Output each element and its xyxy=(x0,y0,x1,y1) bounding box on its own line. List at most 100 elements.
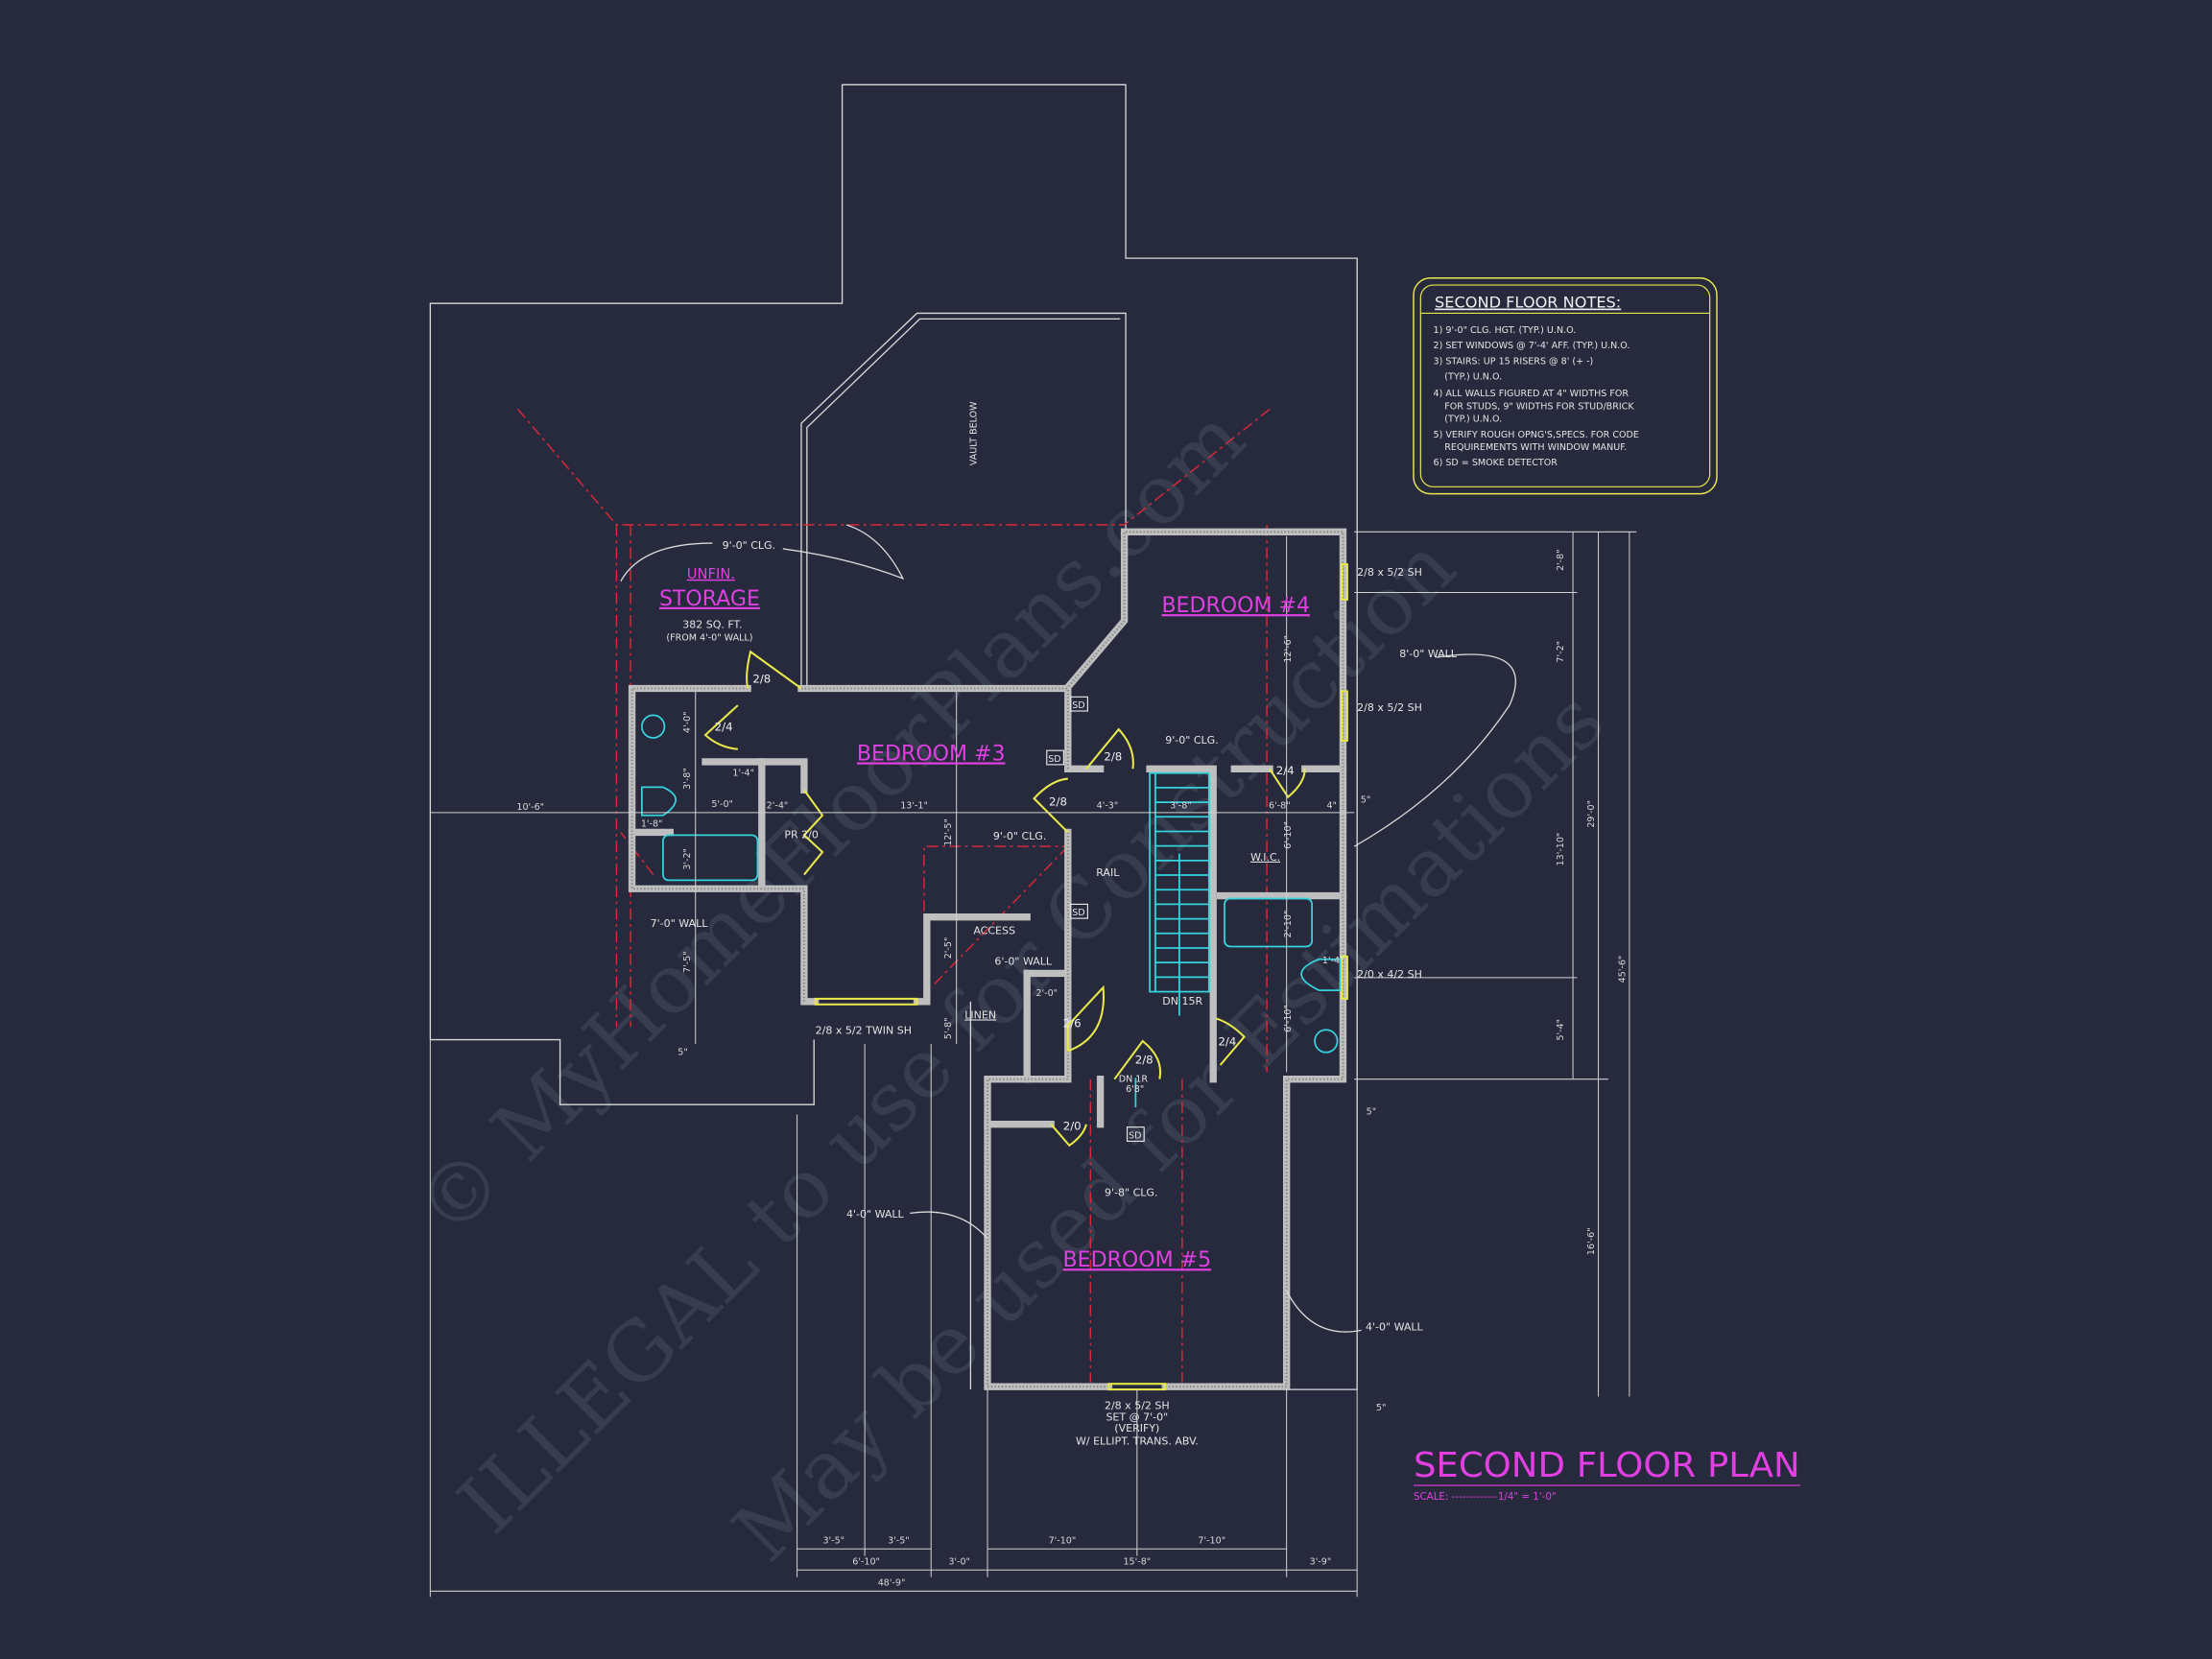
note-line: 2) SET WINDOWS @ 7'-4' AFF. (TYP.) U.N.O… xyxy=(1434,341,1630,351)
note-line: (TYP.) U.N.O. xyxy=(1444,372,1502,383)
dim-right: 7'-2" xyxy=(1556,641,1566,663)
room-bedroom-4: BEDROOM #4 xyxy=(1161,594,1310,618)
toilet-bath-left xyxy=(640,786,678,817)
note-line: 3) STAIRS: UP 15 RISERS @ 8' (+ -) xyxy=(1434,356,1594,367)
dim: 5" xyxy=(1367,1106,1376,1117)
dim: 5" xyxy=(1376,1403,1386,1413)
dim: 1'-4" xyxy=(732,769,754,779)
door-label: 2/4 xyxy=(1218,1034,1236,1048)
dim-bottom: 3'-5" xyxy=(822,1535,844,1546)
dim: 1'-4" xyxy=(1322,956,1344,966)
window-bedroom-5-line-3: (VERIFY) xyxy=(1114,1422,1159,1434)
door-label: 2/8 xyxy=(1104,749,1122,763)
room-wic: W.I.C. xyxy=(1250,851,1280,864)
dim: 6'-10" xyxy=(1283,1005,1294,1032)
note-line: (TYP.) U.N.O. xyxy=(1444,415,1502,425)
smoke-detector: SD xyxy=(1048,754,1060,765)
wall-4ft-right: 4'-0" WALL xyxy=(1366,1320,1424,1333)
dim: 12'-6" xyxy=(1283,635,1294,663)
stairs-down-label: DN 15R xyxy=(1162,995,1202,1007)
dim-bottom: 7'-10" xyxy=(1049,1535,1077,1546)
dim: 2'-5" xyxy=(943,937,954,960)
door-swings xyxy=(703,650,1306,1148)
window-bedroom-5-line-1: 2/8 x 5/2 SH xyxy=(1105,1400,1170,1412)
dim: 1'-8" xyxy=(641,819,663,830)
note-line: REQUIREMENTS WITH WINDOW MANUF. xyxy=(1444,442,1627,453)
ceiling-bedroom-4: 9'-0" CLG. xyxy=(1165,734,1218,747)
room-bedroom-5: BEDROOM #5 xyxy=(1063,1248,1212,1272)
dim: 3'-2" xyxy=(682,848,693,870)
smoke-detector: SD xyxy=(1072,908,1084,918)
dim: 7'-5" xyxy=(682,951,693,973)
plan-title: SECOND FLOOR PLAN xyxy=(1414,1446,1800,1485)
window-bath: 2/0 x 4/2 SH xyxy=(1357,968,1422,981)
attic-access: ACCESS xyxy=(973,924,1015,936)
dim: 2'-10" xyxy=(1283,911,1294,938)
wall-bedroom-4: 8'-0" WALL xyxy=(1399,648,1458,660)
dim: 4" xyxy=(1326,800,1336,811)
dimension-lines xyxy=(429,531,1637,1598)
dim: 2'-0" xyxy=(1035,988,1058,999)
window-bedroom-5-line-2: SET @ 7'-0" xyxy=(1106,1410,1168,1423)
dim: 6'-8" xyxy=(1269,800,1291,811)
rail-label: RAIL xyxy=(1096,866,1120,879)
note-line: 5) VERIFY ROUGH OPNG'S,SPECS. FOR CODE xyxy=(1434,430,1639,440)
dim: 5'-0" xyxy=(711,799,733,810)
note-line: 6) SD = SMOKE DETECTOR xyxy=(1434,458,1558,468)
window-bedroom-4-mid: 2/8 x 5/2 SH xyxy=(1357,701,1422,714)
dim: 2'-4" xyxy=(767,800,789,811)
storage-unfin-label: UNFIN. xyxy=(687,566,735,582)
sink-bath-right xyxy=(1314,1029,1339,1054)
smoke-detectors: SD SD SD SD xyxy=(1046,696,1145,1142)
ceiling-bedroom-5: 9'-8" CLG. xyxy=(1105,1187,1157,1199)
window-bedroom-3: 2/8 x 5/2 TWIN SH xyxy=(816,1025,912,1037)
room-labels: BEDROOM #3 BEDROOM #4 BEDROOM #5 UNFIN. … xyxy=(659,401,1310,1272)
dim-right: 2'-8" xyxy=(1556,549,1566,571)
dim-bottom: 3'-5" xyxy=(888,1535,910,1546)
vault-below-label: VAULT BELOW xyxy=(968,401,979,465)
dim-right: 5'-4" xyxy=(1556,1019,1566,1041)
dim-bottom: 3'-0" xyxy=(948,1556,970,1567)
plan-scale: SCALE: -------------1/4" = 1'-0" xyxy=(1414,1491,1557,1503)
stairs xyxy=(1134,771,1210,1108)
dim-right: 45'-6" xyxy=(1617,956,1628,984)
ceiling-bedroom-3: 9'-0" CLG. xyxy=(993,830,1046,842)
wall-access: 6'-0" WALL xyxy=(994,956,1053,968)
room-linen: LINEN xyxy=(964,1008,996,1021)
window-bedroom-4-top: 2/8 x 5/2 SH xyxy=(1357,566,1422,579)
ceiling-storage: 9'-0" CLG. xyxy=(723,539,775,552)
storage-area: 382 SQ. FT. xyxy=(682,618,742,630)
second-floor-notes: SECOND FLOOR NOTES: 1) 9'-0" CLG. HGT. (… xyxy=(1413,276,1718,495)
dim: 4'-0" xyxy=(682,711,693,733)
door-label: 2/6 xyxy=(1063,1016,1082,1030)
dim-bottom: 15'-8" xyxy=(1123,1556,1151,1567)
walls xyxy=(628,528,1347,1390)
note-line: 4) ALL WALLS FIGURED AT 4" WIDTHS FOR xyxy=(1434,389,1629,399)
tub-bath-left xyxy=(662,834,759,882)
door-label: 2/0 xyxy=(1063,1120,1082,1133)
door-label: 2/8 xyxy=(1049,795,1067,809)
fixtures xyxy=(640,714,1342,1108)
dim: 12'-5" xyxy=(943,818,954,846)
dim: 10'-6" xyxy=(516,802,544,813)
wall-4ft-left: 4'-0" WALL xyxy=(846,1208,905,1221)
smoke-detector: SD xyxy=(1072,700,1084,711)
storage-area-note: (FROM 4'-0" WALL) xyxy=(666,633,752,644)
door-label: 2/8 xyxy=(752,673,771,686)
dim: 3'-8" xyxy=(682,768,693,790)
dim: 6'-10" xyxy=(1283,821,1294,849)
sink-bath-left xyxy=(640,714,666,739)
powder-room-door: PR 2/0 xyxy=(784,828,819,841)
window-bedroom-5-line-4: W/ ELLIPT. TRANS. ABV. xyxy=(1076,1434,1199,1447)
notes-heading: SECOND FLOOR NOTES: xyxy=(1435,294,1621,312)
stairs-step-label: DN 1R xyxy=(1119,1075,1149,1085)
outline xyxy=(429,83,1358,1390)
tub-bath-right xyxy=(1224,897,1314,948)
stairs-step-height: 6'8" xyxy=(1126,1084,1144,1095)
dim: 5'-8" xyxy=(943,1017,954,1039)
dim-bottom: 6'-10" xyxy=(852,1556,880,1567)
storage-label: STORAGE xyxy=(659,587,760,611)
dim: 13'-1" xyxy=(900,800,928,811)
dim: 3'-8" xyxy=(1170,800,1192,811)
